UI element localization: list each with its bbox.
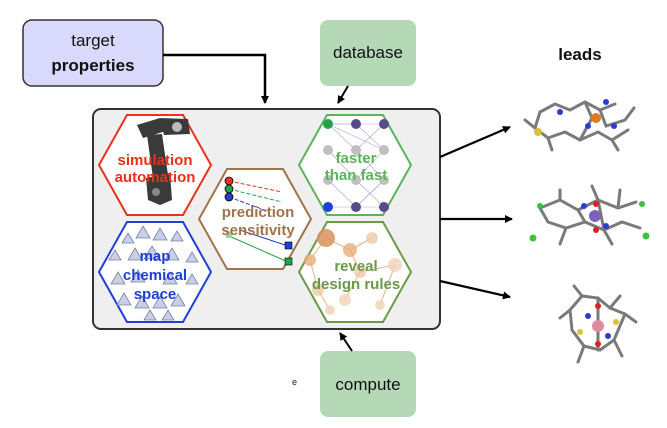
hex-faster-than-fast: faster than fast	[297, 114, 413, 216]
map-label-1: map	[140, 248, 171, 265]
neural-network-icon	[323, 119, 389, 212]
robot-arm-icon	[137, 118, 190, 205]
prediction-label-2: sensitivity	[221, 222, 295, 239]
properties-label: properties	[51, 56, 134, 75]
stray-mark: e	[292, 377, 297, 387]
hex-simulation-automation: simulation automation	[97, 114, 213, 216]
compute-arrow	[339, 332, 353, 352]
map-label-3: space	[134, 286, 177, 303]
hex-prediction-sensitivity: prediction sensitivity	[197, 168, 313, 270]
molecule-3-icon	[558, 284, 638, 364]
triangle-grid-icon	[108, 225, 199, 321]
decision-tree-icon	[304, 229, 402, 315]
faster-label-2: than fast	[325, 167, 388, 184]
target-label: target	[71, 31, 115, 50]
hex-reveal-design-rules: reveal design rules	[297, 221, 413, 323]
hex-map-chemical-space: map chemical space	[97, 221, 213, 323]
prediction-label-1: prediction	[222, 204, 295, 221]
lead-arrow-top	[439, 125, 511, 159]
database-box	[320, 20, 416, 86]
simulation-label-2: automation	[115, 169, 196, 186]
faster-label-1: faster	[336, 150, 377, 167]
map-label-2: chemical	[123, 267, 187, 284]
database-arrow	[337, 85, 349, 104]
lead-arrow-bottom	[439, 279, 511, 300]
molecule-2-icon	[529, 184, 650, 246]
sensitivity-plot-icon	[224, 176, 293, 266]
leads-title: leads	[558, 45, 601, 64]
compute-box	[320, 351, 416, 417]
simulation-label-1: simulation	[117, 152, 192, 169]
target-properties-box	[22, 19, 164, 87]
target-connector-arrow	[163, 53, 269, 104]
compute-label: compute	[335, 375, 400, 394]
reveal-label-2: design rules	[312, 276, 400, 293]
reveal-label-1: reveal	[334, 258, 377, 275]
molecule-1-icon	[523, 99, 636, 152]
database-label: database	[333, 43, 403, 62]
